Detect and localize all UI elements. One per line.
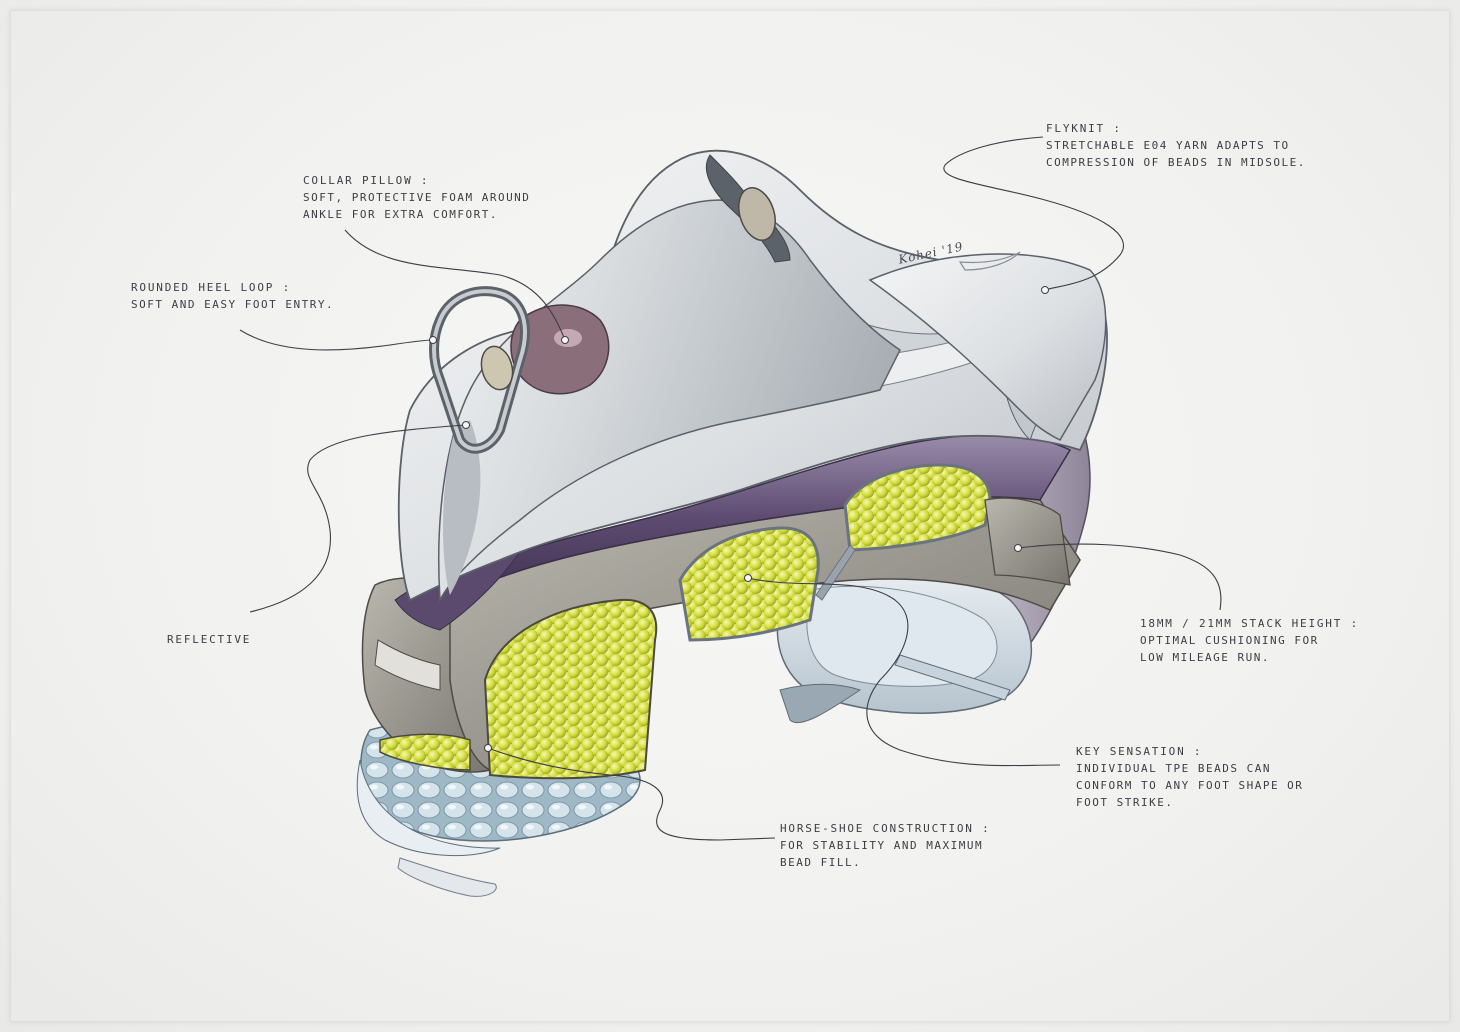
- cut-face-right: [984, 497, 1071, 586]
- annotation-key-sensation-body: Individual TPE beads can conform to any …: [1076, 762, 1304, 809]
- annotation-stack-height-body: Optimal cushioning for Low mileage run.: [1140, 634, 1319, 664]
- annotation-heel-loop-body: Soft and easy foot entry.: [131, 298, 335, 311]
- leader-stack: [1017, 543, 1222, 611]
- annotation-flyknit: Flyknit : Stretchable E04 Yarn adapts to…: [1046, 120, 1306, 171]
- bead-pod-heel: [483, 598, 658, 780]
- outsole-rim: [356, 759, 501, 857]
- heel-loop-disc: [480, 345, 514, 391]
- leader-collar: [344, 229, 566, 341]
- dot-flyknit: [1041, 286, 1049, 294]
- leader-flyknit: [943, 136, 1125, 291]
- forefoot-rail: [894, 654, 1011, 701]
- dot-stack: [1014, 544, 1022, 552]
- annotation-horseshoe: Horse-Shoe construction : For stability …: [780, 820, 991, 871]
- heel-chip: [397, 857, 497, 897]
- leader-reflective: [249, 424, 466, 613]
- dot-key: [744, 574, 752, 582]
- annotation-key-sensation: Key Sensation : Individual TPE beads can…: [1076, 743, 1303, 811]
- top-tab-disc: [738, 187, 776, 241]
- leader-heel-loop: [239, 329, 434, 351]
- annotation-collar-pillow: Collar Pillow : Soft, Protective Foam Ar…: [303, 172, 530, 223]
- annotation-collar-pillow-title: Collar Pillow :: [303, 174, 430, 187]
- annotation-horseshoe-body: For stability and maximum Bead fill.: [780, 839, 984, 869]
- annotation-collar-pillow-body: Soft, Protective Foam Around Ankle for e…: [303, 191, 531, 221]
- leader-dots: [429, 286, 1049, 752]
- annotation-stack-height-title: 18mm / 21mm Stack Height :: [1140, 617, 1359, 630]
- leader-horseshoe: [487, 747, 776, 841]
- paper-frame: [10, 10, 1450, 1022]
- annotation-heel-loop-title: Rounded Heel Loop :: [131, 281, 292, 294]
- toe-base: [779, 683, 862, 724]
- annotation-reflective: Reflective: [167, 631, 251, 648]
- bead-pod-mid: [678, 526, 820, 642]
- leader-key: [747, 577, 1061, 767]
- heel-reflective-stripe: [374, 639, 441, 691]
- annotation-heel-loop: Rounded Heel Loop : Soft and easy foot e…: [131, 279, 334, 313]
- bead-pod-front: [843, 463, 992, 552]
- annotation-horseshoe-title: Horse-Shoe construction :: [780, 822, 991, 835]
- tongue: [438, 199, 901, 603]
- bead-pod-heel-lower: [379, 733, 471, 771]
- annotation-reflective-title: Reflective: [167, 633, 252, 646]
- dot-collar: [561, 336, 569, 344]
- upper-right-flap: [868, 253, 1107, 441]
- bead-pod-connector: [815, 544, 856, 601]
- heel-loop-inner: [432, 289, 527, 451]
- leader-lines: [239, 136, 1222, 841]
- annotation-flyknit-title: Flyknit :: [1046, 122, 1122, 135]
- tongue-shadow: [443, 420, 481, 595]
- dot-horseshoe: [484, 744, 492, 752]
- annotation-key-sensation-title: Key Sensation :: [1076, 745, 1203, 758]
- dot-heel-loop: [429, 336, 437, 344]
- upper-swoosh: [958, 251, 1021, 271]
- annotation-stack-height: 18mm / 21mm Stack Height : Optimal cushi…: [1140, 615, 1359, 666]
- annotation-flyknit-body: Stretchable E04 Yarn adapts to compressi…: [1046, 139, 1306, 169]
- dot-reflective: [462, 421, 470, 429]
